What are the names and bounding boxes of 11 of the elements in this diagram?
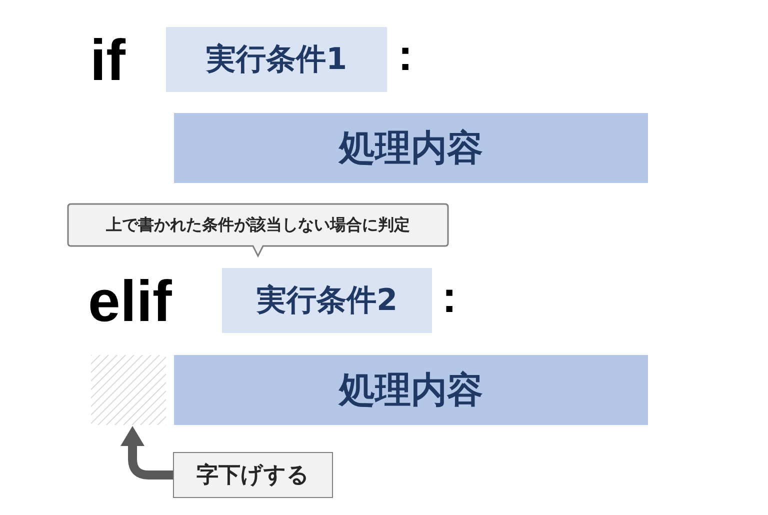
process-box: 処理内容 bbox=[174, 355, 648, 425]
process-box: 処理内容 bbox=[174, 113, 648, 183]
keyword-text: elif bbox=[88, 273, 172, 331]
callout-text: 上で書かれた条件が該当しない場合に判定 bbox=[106, 214, 410, 236]
colon: : bbox=[442, 276, 457, 320]
keyword-text: if bbox=[90, 32, 126, 90]
condition-box: 実行条件2 bbox=[222, 268, 432, 333]
colon: : bbox=[398, 34, 413, 78]
indent-label-box: 字下げする bbox=[173, 452, 333, 498]
hatched-box bbox=[91, 355, 166, 425]
condition-box: 実行条件1 bbox=[166, 27, 387, 92]
